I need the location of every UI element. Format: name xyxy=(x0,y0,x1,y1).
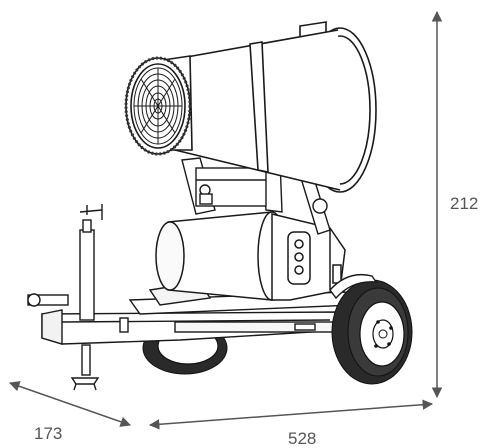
fan-barrel xyxy=(125,21,377,193)
jack-stand xyxy=(70,204,103,391)
width-dimension-label: 528 xyxy=(288,429,317,448)
fan-grille xyxy=(124,56,192,156)
front-wheel xyxy=(331,279,413,385)
width-dimension-arrow xyxy=(148,399,434,430)
depth-dimension-arrow xyxy=(9,381,131,427)
water-tank xyxy=(155,211,346,301)
height-dimension-label: 212 xyxy=(450,194,479,213)
dimension-lines xyxy=(9,10,443,430)
depth-dimension-label: 173 xyxy=(34,424,63,443)
chassis-frame xyxy=(27,281,357,345)
wheel-fender xyxy=(329,273,378,300)
